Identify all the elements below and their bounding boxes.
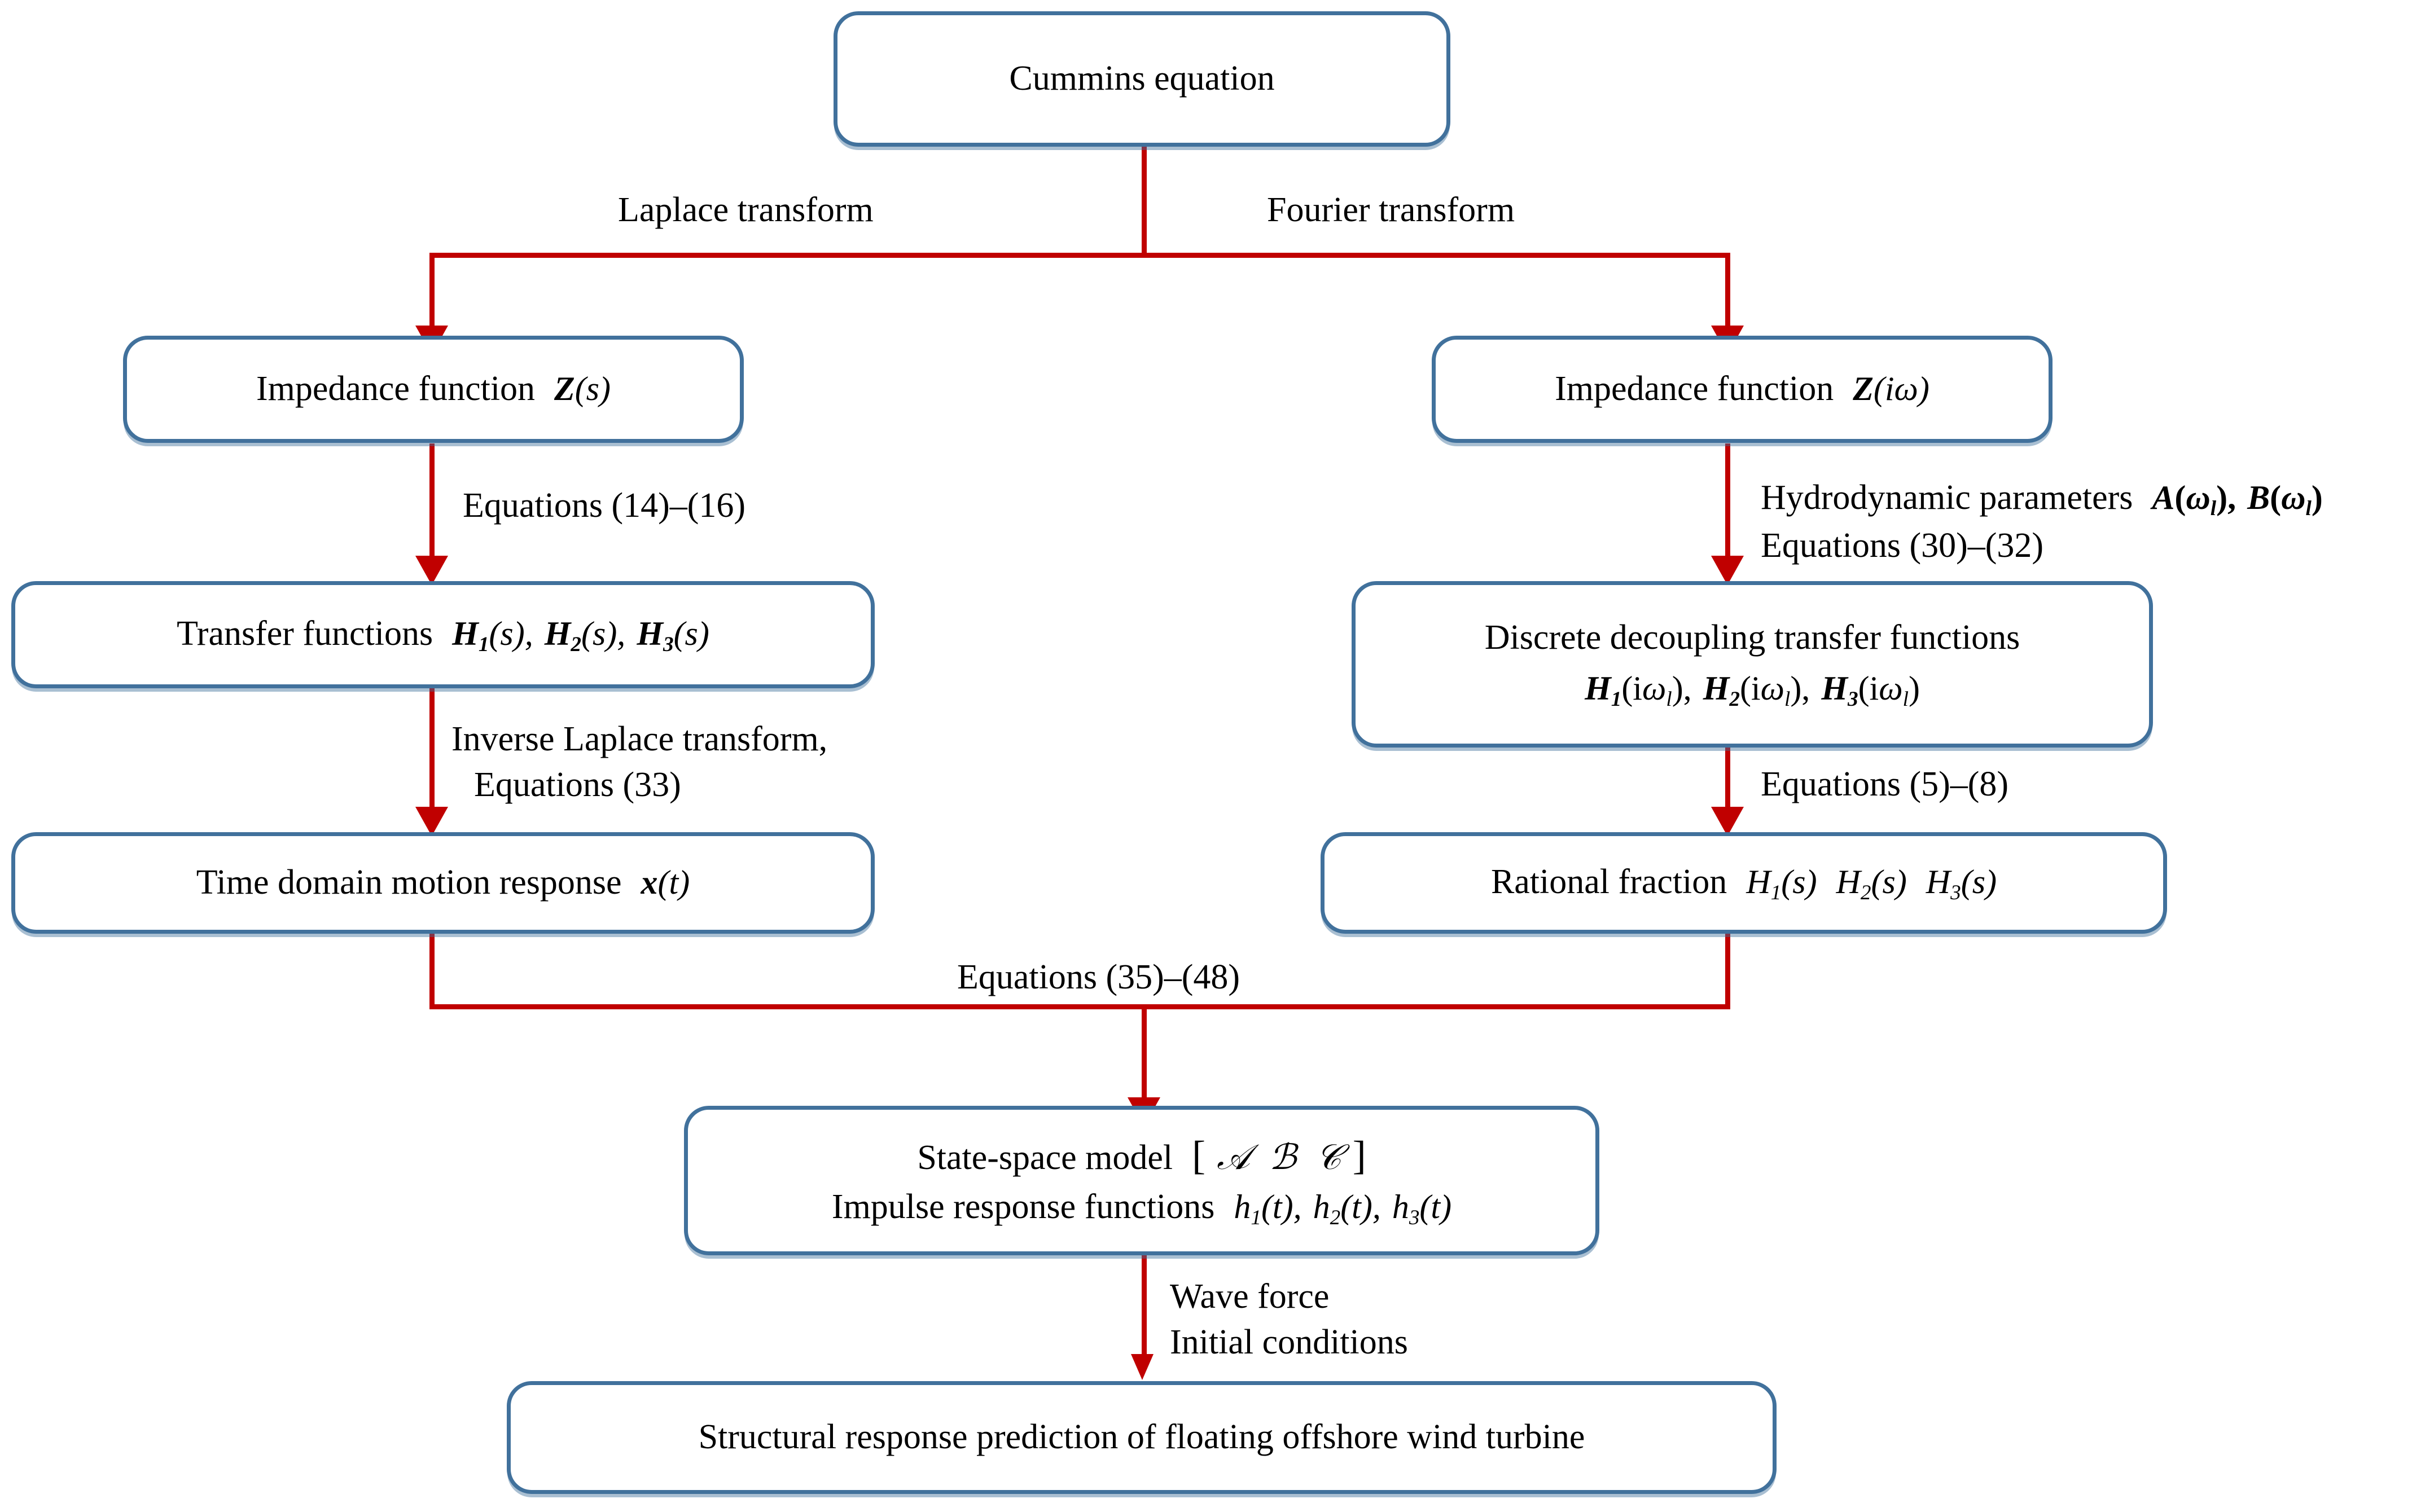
node-state-space-line2: Impulse response functions h1(t), h2(t), h3…	[832, 1185, 1451, 1232]
state-space-text: State-space model	[917, 1139, 1173, 1177]
hydrodynamic-line-1: Hydrodynamic parameters A(ωl), B(ωl)	[1761, 475, 2323, 523]
connector-split-to-impedance-s	[429, 253, 435, 335]
inverse-laplace-line-2: Equations (33)	[474, 765, 681, 804]
impedance-s-symbol: Z(s)	[554, 370, 611, 408]
matrix-a-symbol: 𝒜	[1217, 1136, 1250, 1178]
hydrodynamic-line-2: Equations (30)–(32)	[1761, 526, 2044, 565]
node-impedance-s-label: Impedance function Z(s)	[256, 367, 611, 411]
transfer-symbol-h3: H3(s)	[637, 614, 709, 656]
transfer-symbol-h2: H2(s),	[544, 614, 626, 656]
impulse-symbol-h3: h3(t)	[1392, 1188, 1452, 1230]
discrete-symbol-h2: H2(iωl),	[1703, 669, 1810, 711]
rational-symbol-h3: H3(s)	[1926, 863, 1997, 904]
arrowhead-structural-response	[1131, 1354, 1154, 1380]
impulse-symbol-h1: h1(t),	[1234, 1188, 1302, 1230]
connector-cummins-stem	[1142, 144, 1147, 257]
impedance-iw-text: Impedance function	[1555, 370, 1834, 408]
rational-symbol-h1: H1(s)	[1746, 863, 1817, 904]
node-structural-response-label: Structural response prediction of floati…	[698, 1418, 1585, 1457]
connector-state-space-to-structural	[1142, 1255, 1147, 1368]
edge-label-laplace-transform: Laplace transform	[618, 191, 874, 229]
inverse-laplace-line-1: Inverse Laplace transform,	[451, 720, 828, 758]
transfer-functions-text: Transfer functions	[177, 614, 433, 653]
node-discrete-decoupling-line2: H1(iωl), H2(iωl), H3(iωl)	[1585, 666, 1920, 713]
edge-label-hydrodynamic-parameters: Hydrodynamic parameters A(ωl), B(ωl) Equat…	[1761, 475, 2323, 568]
node-rational-fraction[interactable]: Rational fraction H1(s) H2(s) H3(s)	[1321, 832, 2167, 934]
node-impedance-function-s[interactable]: Impedance function Z(s)	[123, 336, 744, 443]
node-transfer-functions-label: Transfer functions H1(s), H2(s), H3(s)	[177, 612, 709, 658]
node-discrete-decoupling-transfer-functions[interactable]: Discrete decoupling transfer functions H…	[1352, 581, 2153, 748]
arrowhead-time-domain	[415, 807, 448, 836]
node-impedance-iw-label: Impedance function Z(iω)	[1555, 367, 1929, 411]
transfer-symbol-h1: H1(s),	[452, 614, 533, 656]
connector-merge-bar	[429, 1004, 1730, 1009]
connector-impedance-iw-to-discrete	[1725, 443, 1730, 565]
node-cummins-equation[interactable]: Cummins equation	[834, 11, 1450, 147]
rational-fraction-text: Rational fraction	[1490, 862, 1727, 901]
arrowhead-rational-fraction	[1711, 807, 1744, 836]
impulse-response-text: Impulse response functions	[831, 1188, 1215, 1227]
connector-time-domain-down	[429, 934, 435, 1004]
time-domain-text: Time domain motion response	[196, 863, 622, 902]
connector-merge-to-state-space	[1142, 1004, 1147, 1106]
connector-rational-down	[1725, 934, 1730, 1004]
node-transfer-functions[interactable]: Transfer functions H1(s), H2(s), H3(s)	[11, 581, 875, 688]
edge-label-equations-5-8: Equations (5)–(8)	[1761, 765, 2009, 803]
impedance-s-text: Impedance function	[256, 370, 536, 408]
connector-discrete-to-rational	[1725, 729, 1730, 816]
edge-label-equations-35-48: Equations (35)–(48)	[957, 958, 1240, 996]
node-impedance-function-iw[interactable]: Impedance function Z(iω)	[1432, 336, 2053, 443]
arrowhead-discrete-decoupling	[1711, 556, 1744, 585]
edge-label-fourier-transform: Fourier transform	[1267, 191, 1515, 229]
impedance-iw-symbol: Z(iω)	[1853, 370, 1929, 408]
connector-impedance-s-to-transfer	[429, 443, 435, 565]
node-time-domain-label: Time domain motion response x(t)	[196, 860, 690, 905]
matrix-b-symbol: ℬ	[1269, 1136, 1297, 1178]
edge-label-inverse-laplace: Inverse Laplace transform, Equations (33…	[451, 717, 827, 807]
matrix-c-symbol: 𝒞	[1315, 1136, 1341, 1178]
hydrodynamic-text: Hydrodynamic parameters	[1761, 478, 2133, 517]
wave-force-line-2: Initial conditions	[1170, 1322, 1408, 1361]
impulse-symbol-h2: h2(t),	[1313, 1188, 1381, 1230]
arrowhead-transfer-functions	[415, 556, 448, 585]
bracket-close: ]	[1352, 1133, 1366, 1179]
rational-symbol-h2: H2(s)	[1836, 863, 1907, 904]
edge-label-wave-force: Wave force Initial conditions	[1170, 1274, 1408, 1365]
node-cummins-label: Cummins equation	[1009, 59, 1275, 98]
node-time-domain-motion-response[interactable]: Time domain motion response x(t)	[11, 832, 875, 934]
bracket-open: [	[1192, 1133, 1206, 1179]
node-rational-fraction-label: Rational fraction H1(s) H2(s) H3(s)	[1491, 860, 1997, 907]
edge-label-equations-14-16: Equations (14)–(16)	[463, 486, 746, 525]
discrete-symbol-h1: H1(iωl),	[1585, 669, 1692, 711]
connector-transfer-to-time-domain	[429, 677, 435, 815]
connector-split-to-impedance-iw	[1725, 253, 1730, 335]
time-domain-symbol-x: x(t)	[641, 864, 690, 902]
discrete-symbol-h3: H3(iωl)	[1821, 669, 1920, 711]
node-structural-response-prediction[interactable]: Structural response prediction of floati…	[507, 1381, 1777, 1494]
node-discrete-decoupling-line1: Discrete decoupling transfer functions	[1484, 618, 2020, 657]
hydrodynamic-symbol-b: B(ωl)	[2247, 479, 2323, 521]
hydrodynamic-symbol-a: A(ωl),	[2152, 479, 2236, 521]
wave-force-line-1: Wave force	[1170, 1277, 1330, 1316]
connector-split-bar	[429, 253, 1730, 258]
